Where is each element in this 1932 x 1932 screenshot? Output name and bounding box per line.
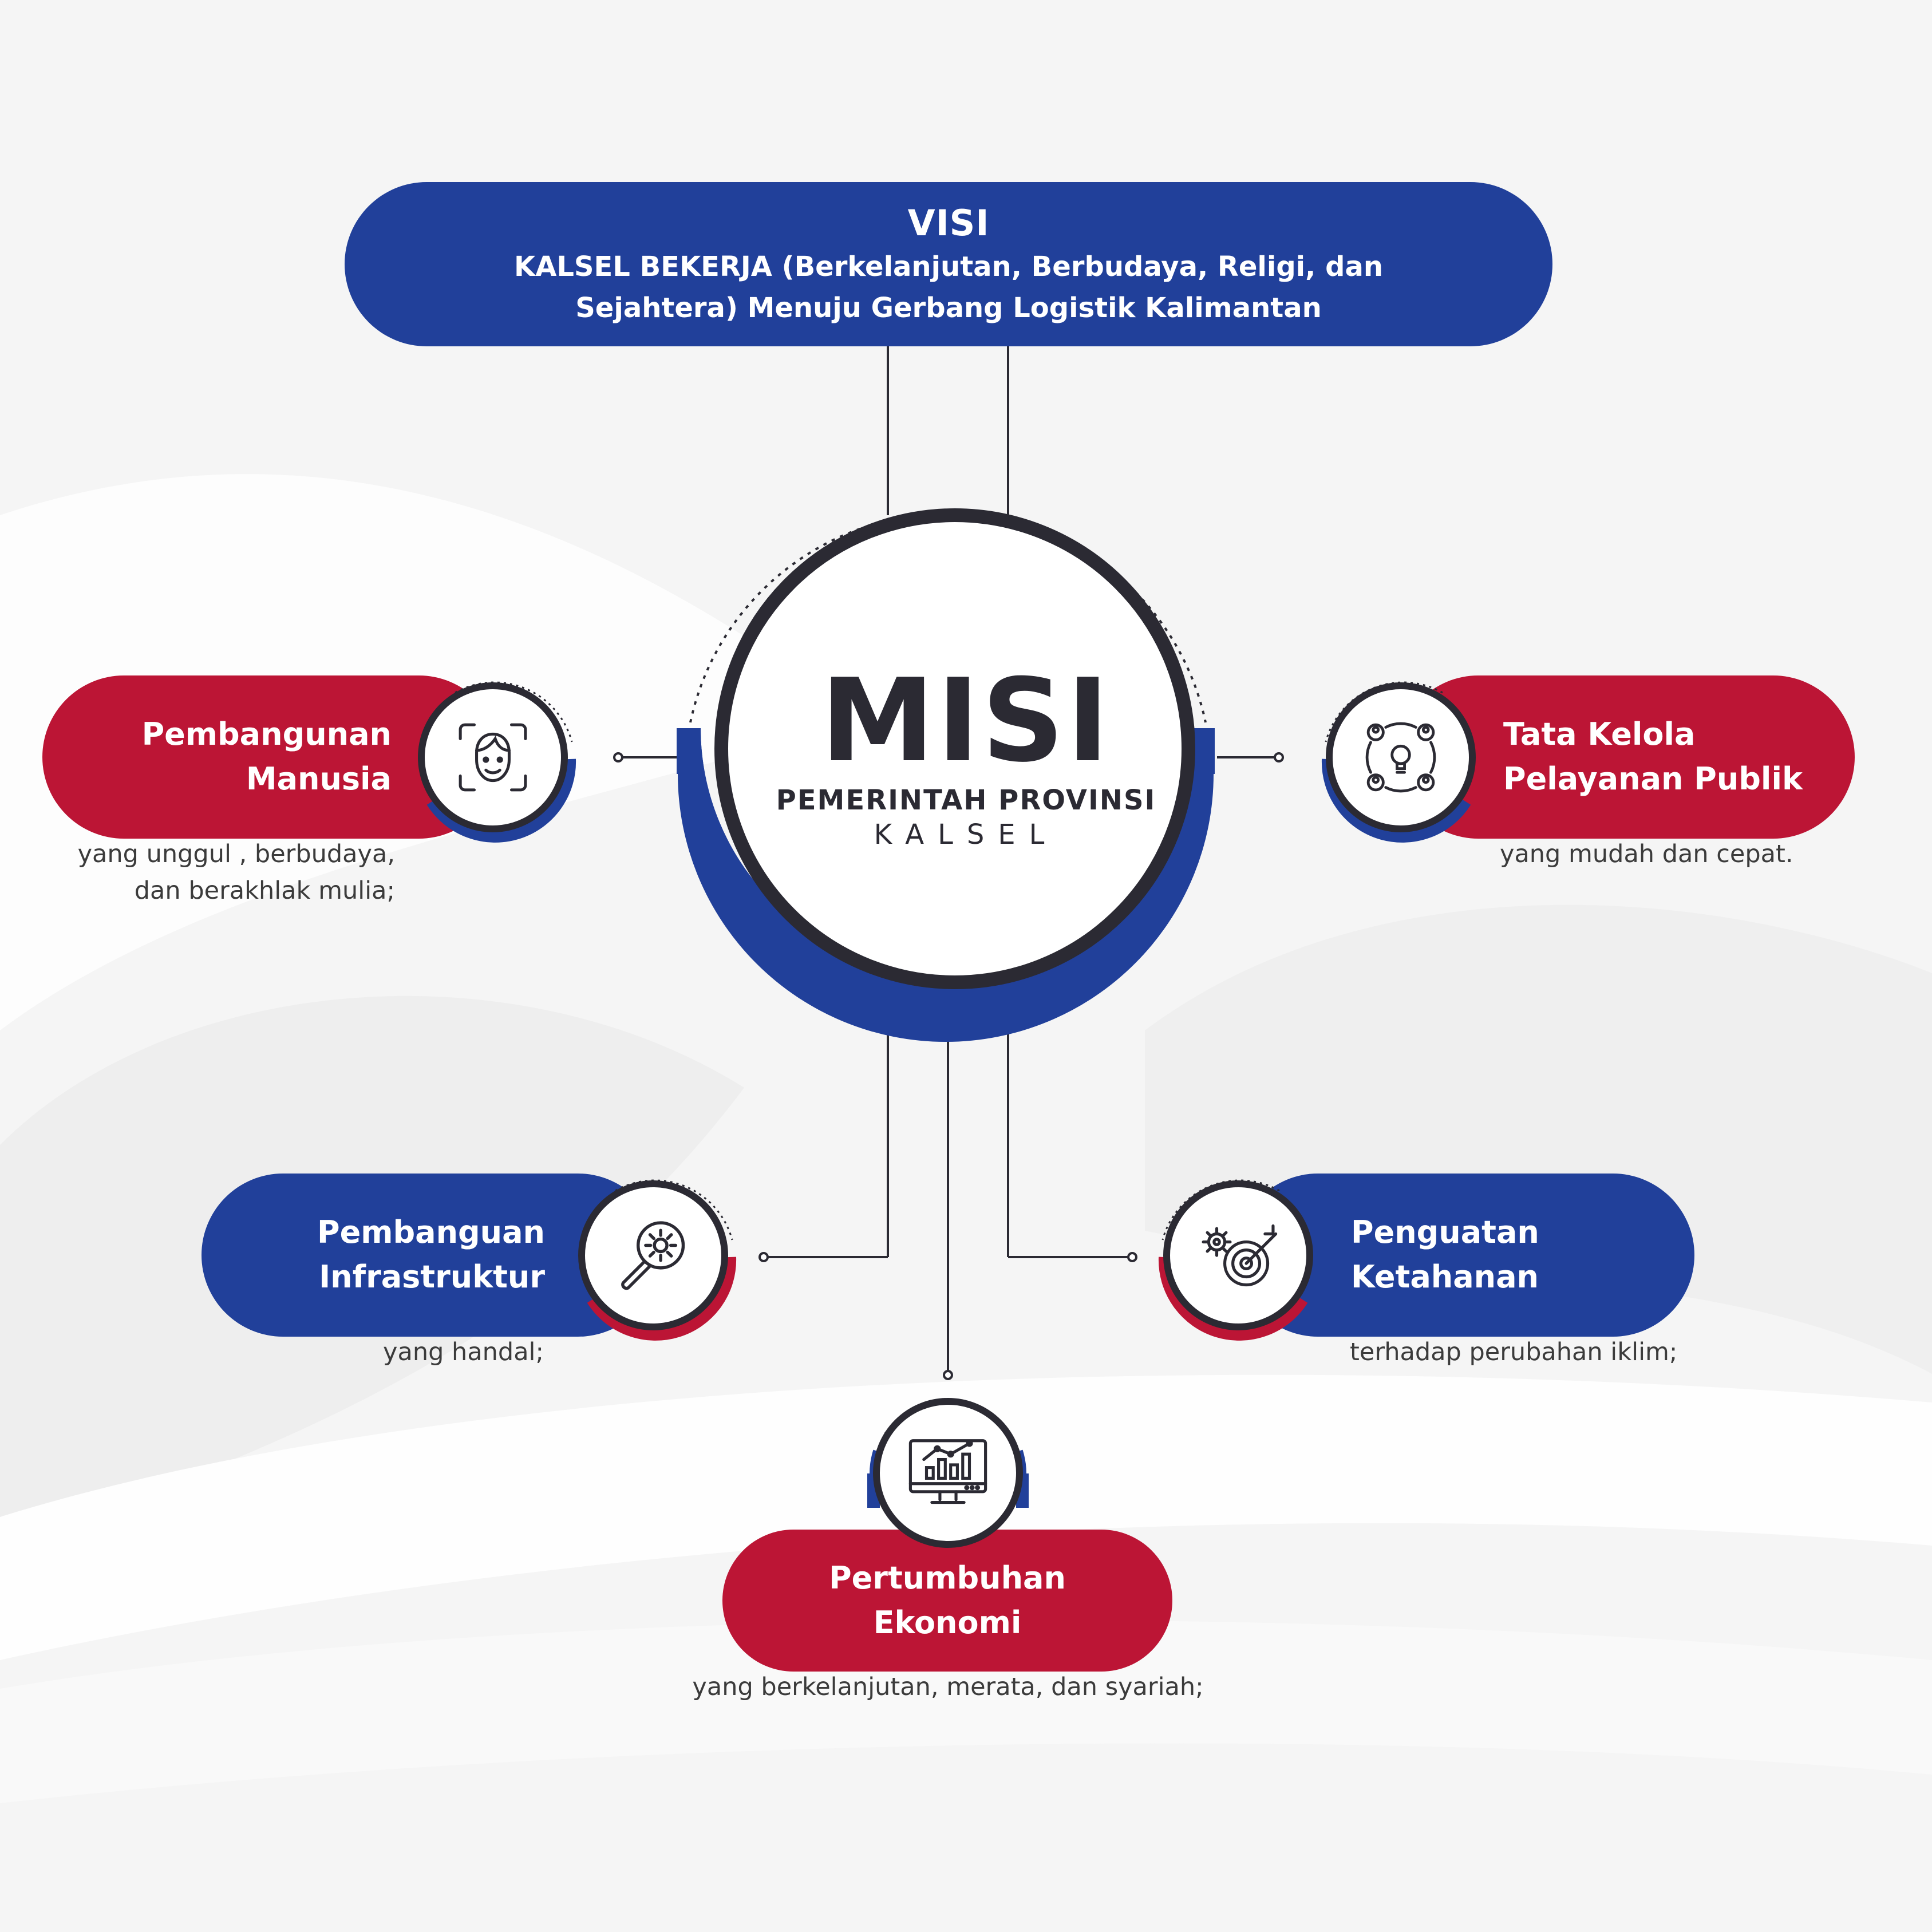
magnifier-gear-icon <box>578 1180 728 1330</box>
idea-network-icon <box>1326 682 1476 832</box>
mission-pembangunan-manusia: Pembangunan Manusia <box>42 675 500 839</box>
visi-title: VISI <box>907 202 990 244</box>
mission-title: Penguatan Ketahanan <box>1351 1214 1539 1295</box>
mission-description: yang handal; <box>383 1338 544 1366</box>
mission-title: Pertumbuhan Ekonomi <box>829 1560 1066 1641</box>
monitor-chart-icon <box>873 1398 1023 1548</box>
mission-title: Pembangunan Manusia <box>141 716 392 797</box>
mission-title: Pembanguan Infrastruktur <box>317 1214 545 1295</box>
face-scan-icon <box>418 682 568 832</box>
visi-text: KALSEL BEKERJA (Berkelanjutan, Berbudaya… <box>514 250 1383 324</box>
mission-description: yang mudah dan cepat. <box>1500 840 1793 868</box>
mission-ekonomi: Pertumbuhan Ekonomi <box>722 1530 1172 1672</box>
visi-banner: VISI KALSEL BEKERJA (Berkelanjutan, Berb… <box>345 182 1552 346</box>
misi-subtitle: PEMERINTAH PROVINSI <box>776 784 1156 816</box>
misi-region: KALSEL <box>874 819 1058 851</box>
target-gear-icon <box>1163 1180 1313 1330</box>
mission-title: Tata Kelola Pelayanan Publik <box>1503 716 1803 797</box>
mission-description: yang unggul , berbudaya, dan berakhlak m… <box>77 840 395 905</box>
misi-title: MISI <box>820 654 1112 788</box>
mission-description: terhadap perubahan iklim; <box>1350 1338 1678 1366</box>
mission-tata-kelola: Tata Kelola Pelayanan Publik <box>1397 675 1855 839</box>
mission-infrastruktur: Pembanguan Infrastruktur <box>202 1174 659 1337</box>
misi-blue-ring <box>677 728 1215 1042</box>
mission-description: yang berkelanjutan, merata, dan syariah; <box>692 1673 1204 1701</box>
